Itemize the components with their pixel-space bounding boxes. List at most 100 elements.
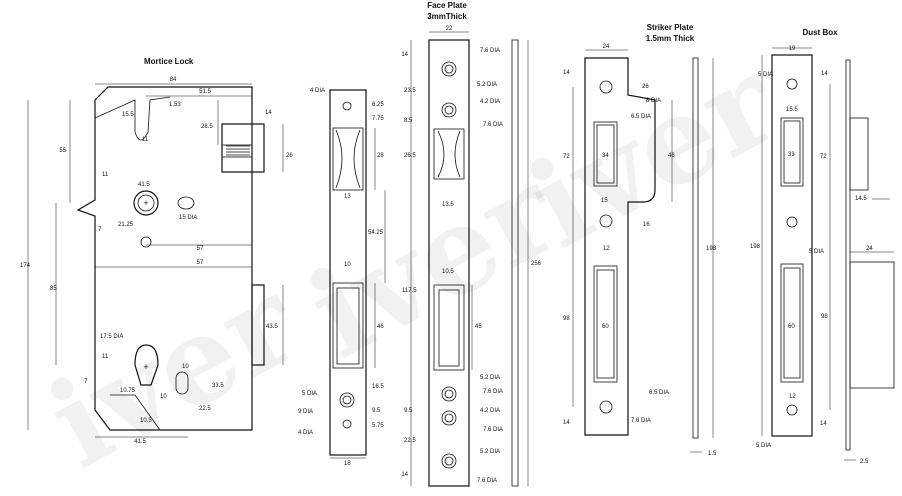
dim-11-lower: 11: [102, 354, 109, 360]
dust-bolt-box: [780, 263, 804, 383]
dim-45: 45: [475, 324, 482, 330]
striker-hole-bottom: [599, 400, 613, 414]
face-plate-drawing: 22 14 7.6 DIA 5.2 DIA 23.5 4.2 DIA 7.6 D…: [401, 26, 542, 487]
dim-2-5: 2.5: [860, 459, 869, 465]
dim-15-5: 15.5: [122, 112, 134, 118]
latch-bolt: [221, 123, 265, 173]
watermark-text-1: iver: [27, 251, 320, 491]
striker-hole-top: [599, 80, 613, 94]
dim-4-2-b: 4.2 DIA: [480, 408, 500, 414]
dim-7-6-striker: 7.6 DIA: [631, 418, 651, 424]
dim-18: 18: [344, 461, 351, 467]
dim-22-5-face: 22.5: [404, 438, 416, 444]
dim-14-bolt: 14: [265, 110, 272, 116]
dim-1-5: 1.5: [708, 451, 717, 457]
dust-hole-bottom: [786, 404, 798, 416]
deadbolt: [251, 284, 265, 366]
dim-72-dust: 72: [820, 154, 827, 160]
dim-10: 10: [344, 262, 351, 268]
forend-bottom-hole: [342, 419, 352, 429]
forend-top-hole: [342, 101, 352, 111]
dim-4-dia-top: 4 DIA: [310, 88, 325, 94]
dim-85: 85: [50, 286, 57, 292]
striker-plate-outline: [584, 57, 656, 436]
dim-24-striker: 24: [603, 44, 610, 50]
striker-bolt-slot: [593, 265, 618, 383]
dim-33-5: 33.5: [212, 383, 224, 389]
face-bolt-opening: [433, 284, 465, 371]
dim-13: 13: [344, 194, 351, 200]
dim-26-bolt: 26: [286, 153, 293, 159]
dim-57-upper: 57: [197, 246, 204, 252]
title-striker-plate: Striker Plate: [647, 23, 694, 32]
dim-10-5-face: 10.5: [442, 269, 454, 275]
dim-5-2-a: 5.2 DIA: [477, 82, 497, 88]
dim-13-5: 13.5: [442, 202, 454, 208]
dim-41-5-upper: 41.5: [138, 182, 150, 188]
dust-box-lower-cup: [849, 261, 895, 389]
striker-latch-slot: [593, 121, 618, 187]
dim-198-dust: 198: [750, 244, 761, 250]
dim-10-75: 10.75: [120, 388, 136, 394]
lower-slot: [175, 371, 189, 395]
latch-spring: [221, 144, 253, 158]
dim-28-5: 28.5: [201, 124, 213, 130]
dim-7-lower: 7: [84, 379, 88, 385]
dim-14-dust-top: 14: [821, 71, 828, 77]
dim-16-5: 16.5: [372, 384, 384, 390]
dim-15-striker: 15: [601, 198, 608, 204]
forend-outline: [329, 89, 367, 456]
dust-latch-box: [780, 117, 804, 187]
dim-5-75: 5.75: [372, 423, 384, 429]
svg-text:+: +: [143, 362, 148, 372]
dim-7-6-d: 7.6 DIA: [483, 427, 503, 433]
dim-9-dia: 9 DIA: [298, 409, 313, 415]
dim-15-dia: 15 DIA: [179, 215, 197, 221]
dim-14-5: 14.5: [855, 196, 867, 202]
follower-slot: [177, 196, 195, 210]
dim-57-lower: 57: [197, 260, 204, 266]
dim-5-dia: 5 DIA: [302, 391, 317, 397]
dim-4-dia-bottom: 4 DIA: [298, 430, 313, 436]
dim-14-top: 14: [401, 52, 408, 58]
forend-side-view: 4 DIA 6.25 7.75 28 13 54.25 10 46 16.5 5…: [298, 88, 386, 467]
dim-14-dust-bottom: 14: [820, 421, 827, 427]
dim-46: 46: [377, 324, 384, 330]
dim-1-53: 1.53: [169, 102, 181, 108]
dim-7-upper: 7: [98, 227, 102, 233]
dim-7-6-b: 7.6 DIA: [483, 122, 503, 128]
dim-6-25: 6.25: [372, 102, 384, 108]
dim-22-5: 22.5: [199, 406, 211, 412]
dim-19: 19: [789, 46, 796, 52]
striker-hole-mid: [599, 214, 613, 228]
dim-7-6-a: 7.6 DIA: [480, 48, 500, 54]
title-mortice-lock: Mortice Lock: [144, 57, 194, 66]
dim-15-5-dust: 15.5: [786, 107, 798, 113]
dust-hole-top: [786, 78, 798, 90]
dim-51-5: 51.5: [199, 89, 211, 95]
dim-43-5: 43.5: [266, 324, 278, 330]
dim-5-dia-dust-b: 5 DIA: [809, 249, 824, 255]
dim-41-5-lower: 41.5: [134, 439, 146, 445]
dim-4-2-a: 4.2 DIA: [480, 99, 500, 105]
dim-5-dia-dust-a: 5 DIA: [758, 72, 773, 78]
dim-21-25: 21.25: [118, 222, 134, 228]
dim-14-striker-bottom: 14: [563, 420, 570, 426]
dim-12-striker: 12: [603, 246, 610, 252]
mortice-top-notch: [94, 96, 171, 141]
dim-117-5: 117.5: [402, 288, 417, 294]
dim-28: 28: [377, 153, 384, 159]
dim-174: 174: [20, 263, 31, 269]
dust-box-drawing: 19 5 DIA 14 15.5 33 72 14.5 198 5 DIA 24…: [750, 46, 895, 465]
title-face-plate: Face Plate: [427, 1, 467, 10]
forend-screw-hole: [339, 392, 355, 408]
dim-98-dust: 98: [821, 314, 828, 320]
dim-54-25: 54.25: [368, 230, 384, 236]
dim-12-dust: 12: [789, 394, 796, 400]
dim-34: 34: [602, 153, 609, 159]
dim-14-striker-top: 14: [563, 70, 570, 76]
title-striker-plate-thickness: 1.5mm Thick: [646, 34, 695, 43]
dim-23-5: 23.5: [404, 88, 416, 94]
